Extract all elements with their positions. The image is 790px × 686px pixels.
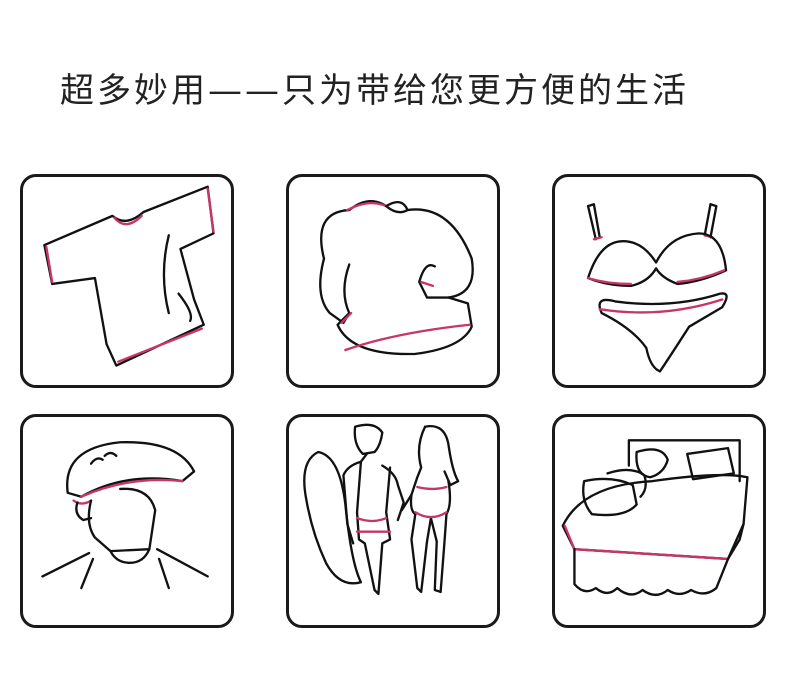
bedding-icon [561,439,749,597]
tshirt-icon [43,185,215,367]
tile-shower-cap [20,414,234,628]
tile-sweater [286,174,500,388]
tile-beach-couple [286,414,500,628]
tile-bikini [552,174,766,388]
bikini-icon [586,203,728,373]
tile-tshirt [20,174,234,388]
tile-bedding [552,414,766,628]
page-title: 超多妙用——只为带给您更方便的生活 [60,71,689,111]
beach-couple-icon [303,423,460,596]
sweater-icon [319,200,474,356]
shower-cap-icon [41,441,209,590]
